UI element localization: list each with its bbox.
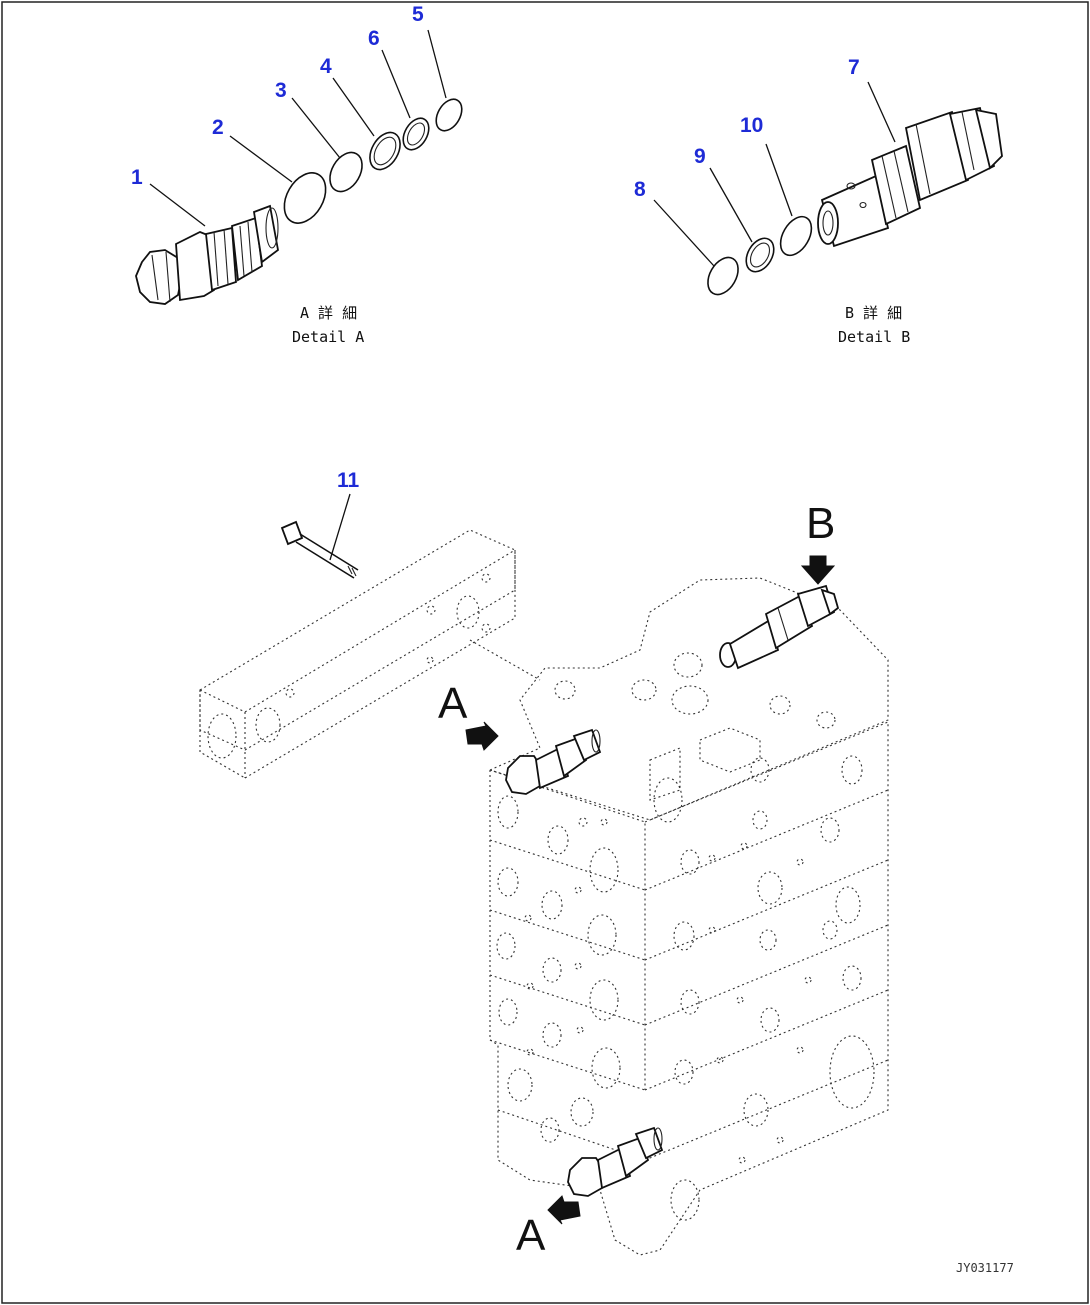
- leader-3: [291, 97, 341, 159]
- callout-11: 11: [337, 469, 360, 492]
- detail-a-jp-caption: A 詳 細: [300, 304, 357, 322]
- leader-9: [709, 167, 753, 243]
- o-ring-3: [329, 151, 363, 193]
- callout-8: 8: [634, 178, 646, 201]
- o-ring-5: [435, 98, 463, 132]
- detail-b-valve: [817, 106, 1003, 248]
- installed-valve-a-upper: [505, 728, 602, 795]
- o-ring-8: [707, 256, 739, 296]
- callout-6: 6: [368, 27, 380, 50]
- callout-9: 9: [694, 145, 706, 168]
- callout-2: 2: [212, 116, 224, 139]
- o-ring-2: [283, 172, 327, 224]
- detail-a-valve: [135, 204, 279, 305]
- leader-10: [765, 143, 793, 217]
- leader-7: [867, 81, 896, 143]
- detail-b-caption: Detail B: [838, 328, 910, 346]
- bolt-11: [280, 520, 359, 579]
- leader-11: [329, 493, 351, 561]
- arrow-b: [800, 555, 836, 585]
- detail-a-caption: Detail A: [292, 328, 364, 346]
- o-ring-10: [779, 215, 813, 257]
- callout-3: 3: [275, 79, 287, 102]
- leader-1: [149, 183, 206, 227]
- arrow-a-upper: [465, 721, 499, 751]
- drawing-code: JY031177: [956, 1261, 1014, 1275]
- leader-2: [229, 135, 293, 183]
- cover-plate: [199, 529, 541, 779]
- view-marker-a-lower: A: [516, 1211, 546, 1260]
- backup-ring-9: [745, 237, 775, 273]
- callout-4: 4: [320, 55, 332, 78]
- installed-valve-a-lower: [567, 1126, 664, 1197]
- callout-5: 5: [412, 3, 424, 26]
- callout-7: 7: [848, 56, 860, 79]
- installed-valve-b: [719, 584, 840, 670]
- control-valve-block: [489, 577, 889, 1256]
- callout-10: 10: [740, 114, 763, 137]
- leader-4: [332, 77, 375, 137]
- backup-ring-4: [369, 131, 401, 171]
- leader-6: [381, 49, 411, 119]
- leader-5: [427, 29, 447, 99]
- arrow-a-lower: [547, 1195, 581, 1225]
- callout-1: 1: [131, 166, 143, 189]
- leader-8: [653, 199, 715, 267]
- view-marker-b: B: [806, 499, 835, 548]
- backup-ring-6: [402, 117, 430, 151]
- view-marker-a-upper: A: [438, 679, 468, 728]
- detail-b-jp-caption: B 詳 細: [845, 304, 902, 322]
